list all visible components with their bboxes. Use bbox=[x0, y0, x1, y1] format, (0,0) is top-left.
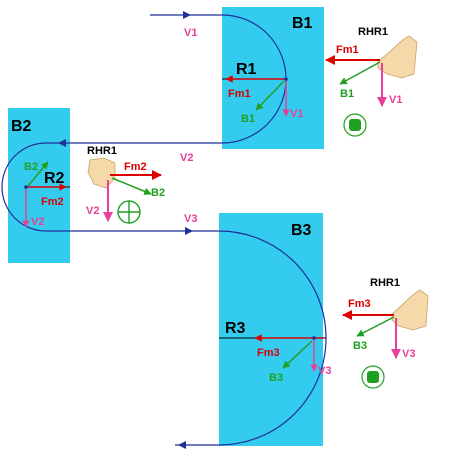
out-of-page-dot-icon bbox=[343, 113, 367, 137]
field-label-b3-rhr: B3 bbox=[353, 340, 367, 352]
out-of-page-dot-icon bbox=[361, 365, 385, 389]
velocity-label-v2-entry: V2 bbox=[180, 152, 193, 164]
force-label-fm1-rhr: Fm1 bbox=[336, 44, 359, 56]
force-label-fm2-rhr: Fm2 bbox=[124, 161, 147, 173]
field-label-b3-r3: B3 bbox=[269, 372, 283, 384]
field-label-b1-r1: B1 bbox=[241, 113, 255, 125]
force-label-fm3-rhr: Fm3 bbox=[348, 298, 371, 310]
region-2-vectors: R2 Fm2 V2 B2 bbox=[22, 161, 70, 228]
region-label-b3: B3 bbox=[291, 222, 312, 239]
rhr-inset-region-1: RHR1 Fm1 B1 V1 bbox=[325, 26, 418, 137]
field-label-b2-rhr: B2 bbox=[151, 187, 165, 199]
field-arrow-b1-r1 bbox=[255, 80, 285, 111]
force-label-fm1: Fm1 bbox=[228, 88, 251, 100]
field-arrow-b1-rhr bbox=[339, 61, 381, 85]
velocity-label-v1-rhr: V1 bbox=[389, 94, 402, 106]
velocity-label-v1-entry: V1 bbox=[184, 27, 197, 39]
radius-label-r2: R2 bbox=[44, 170, 65, 187]
field-arrow-b3-rhr bbox=[356, 316, 395, 337]
rhr-label-region-2: RHR1 bbox=[87, 145, 117, 157]
field-region-b3 bbox=[219, 213, 323, 446]
rhr-inset-region-3: RHR1 Fm3 B3 V3 bbox=[342, 277, 429, 389]
path-direction-arrows bbox=[58, 11, 193, 449]
rhr-label-region-1: RHR1 bbox=[358, 26, 388, 38]
right-hand-icon bbox=[391, 289, 429, 331]
field-label-b1-rhr: B1 bbox=[340, 88, 354, 100]
particle-dot-r3 bbox=[312, 336, 316, 340]
field-label-b2-r2: B2 bbox=[24, 161, 38, 173]
field-region-b1 bbox=[222, 7, 324, 149]
right-hand-icon bbox=[377, 35, 418, 79]
velocity-label-v2-rhr: V2 bbox=[86, 205, 99, 217]
force-label-fm3: Fm3 bbox=[257, 347, 280, 359]
velocity-label-v3-entry: V3 bbox=[184, 213, 197, 225]
field-arrow-b3-r3 bbox=[282, 340, 313, 369]
velocity-label-v2-r2: V2 bbox=[31, 216, 44, 228]
particle-dot-r1 bbox=[284, 77, 288, 81]
rhr-label-region-3: RHR1 bbox=[370, 277, 400, 289]
region-3-vectors: R3 Fm3 V3 B3 bbox=[219, 320, 331, 384]
particle-dot-r2 bbox=[24, 185, 28, 189]
into-page-cross-icon bbox=[117, 200, 141, 224]
radius-label-r1: R1 bbox=[236, 61, 257, 78]
velocity-label-v1-r1: V1 bbox=[290, 108, 303, 120]
region-label-b1: B1 bbox=[292, 15, 313, 32]
field-arrow-b2-r2 bbox=[27, 161, 49, 187]
region-1-vectors: R1 Fm1 V1 B1 bbox=[222, 61, 303, 125]
right-hand-icon bbox=[87, 157, 116, 189]
radius-label-r3: R3 bbox=[225, 320, 246, 337]
rhr-inset-region-2: RHR1 Fm2 B2 V2 bbox=[86, 145, 165, 224]
region-label-b2: B2 bbox=[11, 118, 32, 135]
force-label-fm2: Fm2 bbox=[41, 196, 64, 208]
velocity-label-v3-r3: V3 bbox=[318, 365, 331, 377]
field-arrow-b2-rhr bbox=[111, 177, 152, 195]
velocity-label-v3-rhr: V3 bbox=[402, 348, 415, 360]
